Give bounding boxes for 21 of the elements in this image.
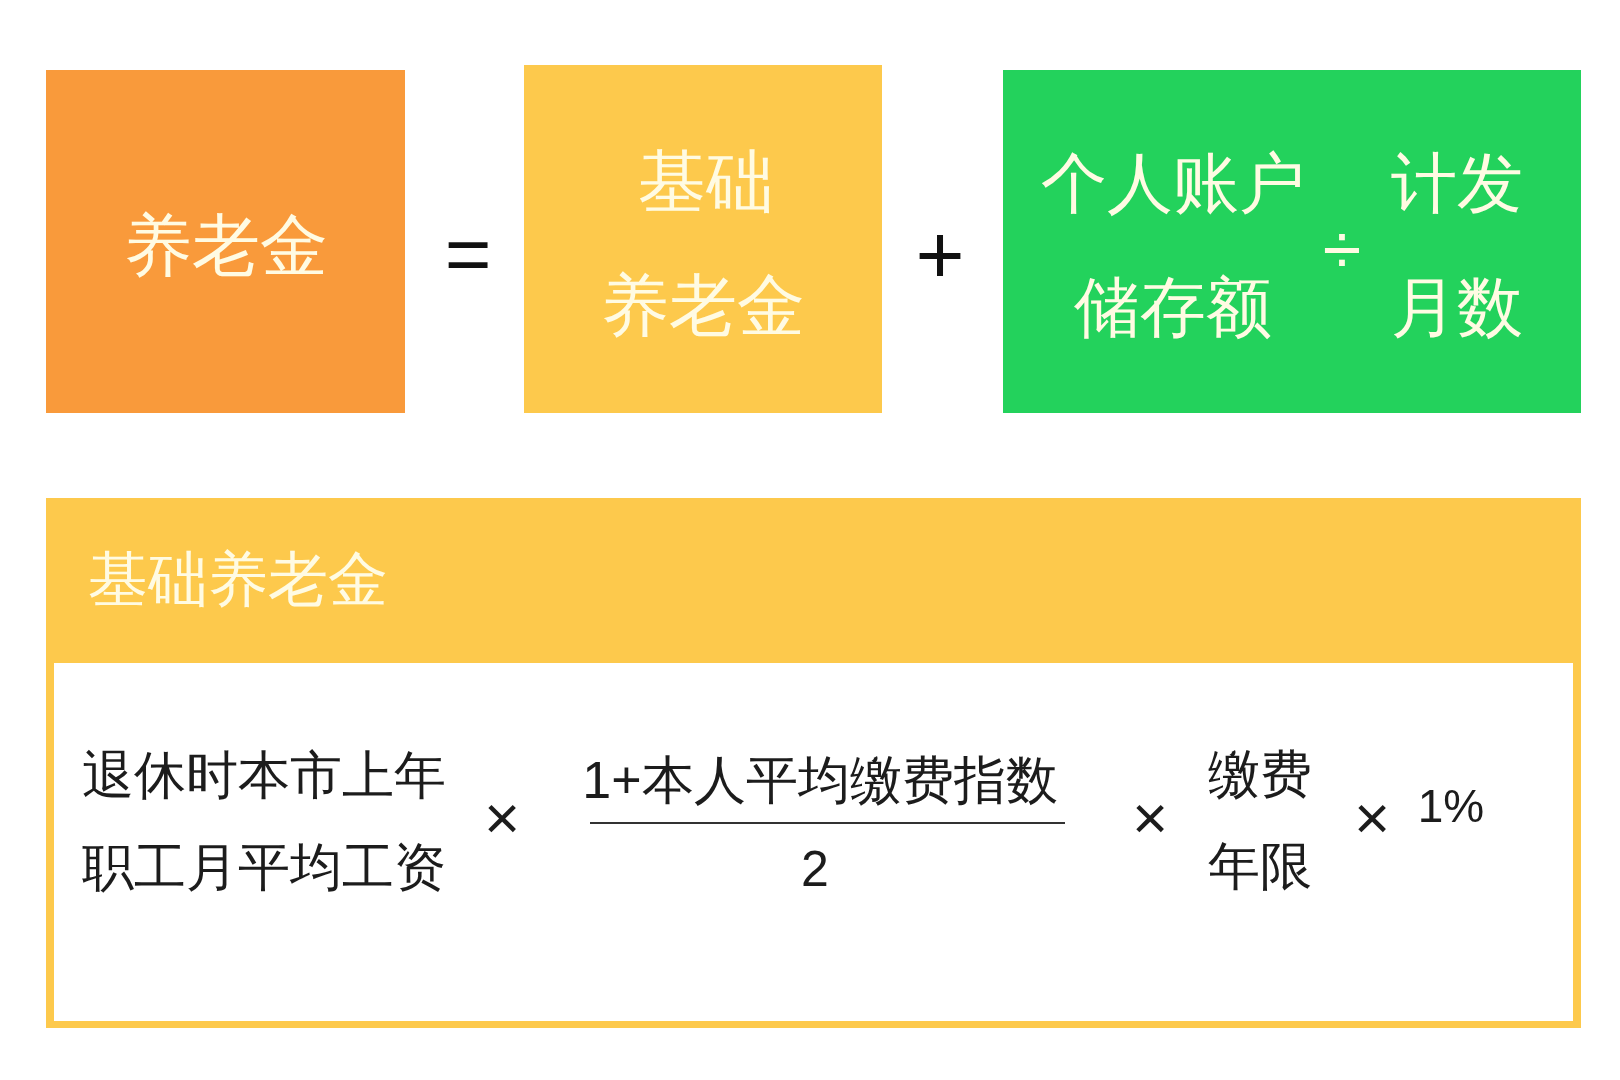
multiplication-sign: × [483, 787, 521, 849]
formula-term: 缴费年限 [1207, 744, 1313, 897]
result-box [46, 70, 405, 413]
denominator: 2 [801, 840, 829, 899]
divisor-label: 计发月数 [1390, 145, 1524, 346]
division-sign: ÷ [1322, 215, 1362, 285]
multiplication-sign: × [1353, 787, 1391, 849]
formula-card [54, 663, 1573, 1021]
plus-sign: + [915, 212, 965, 296]
numerator: 1+本人平均缴费指数 [582, 749, 1058, 811]
quotient-box [1003, 70, 1581, 413]
multiplication-sign: × [1131, 787, 1169, 849]
percentage: 1% [1417, 779, 1485, 835]
formula-term: 退休时本市上年职工月平均工资 [82, 745, 447, 898]
box-label: 基础养老金 [600, 142, 806, 345]
panel-heading: 基础养老金 [88, 545, 388, 615]
formula-panel [46, 498, 1581, 1028]
term-box [524, 65, 882, 413]
dividend-label: 个人账户储存额 [1040, 145, 1306, 346]
equals-sign: = [444, 214, 492, 294]
box-label: 养老金 [123, 206, 328, 286]
